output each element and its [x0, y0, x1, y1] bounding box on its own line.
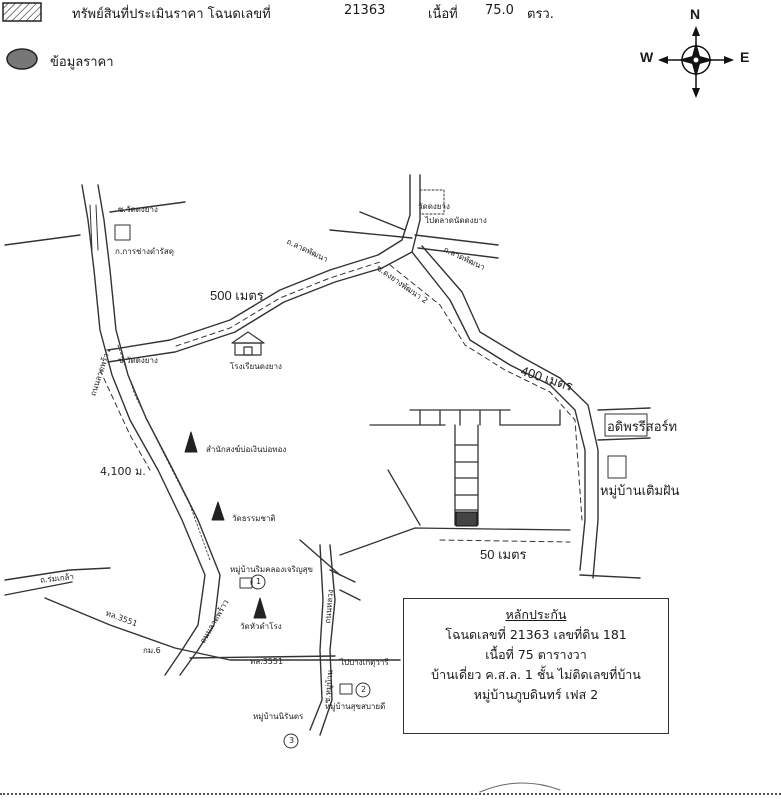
price-data-legend-label: ข้อมูลราคา [50, 55, 114, 70]
road-label-soi-watdongyang: ซ.วัดดงยาง [118, 205, 158, 214]
main-road [81, 184, 221, 676]
distance-500m: 500 เมตร [210, 288, 264, 303]
lower-roads [4, 539, 401, 749]
temple-icons [184, 431, 267, 619]
road-to-resort [389, 245, 651, 579]
road-label-tl-3551-2: ทล.3551 [250, 657, 284, 666]
area-unit: ตรว. [527, 7, 554, 22]
compass-rose: N W E [636, 6, 766, 106]
place-wat-dong-yang: วัดดงยาง [418, 202, 450, 211]
collateral-title: หลักประกัน [505, 607, 567, 622]
collateral-line-2: เนื้อที่ 75 ตารางวา [485, 647, 587, 662]
collateral-line-1: โฉนดเลขที่ 21363 เลขที่ดิน 181 [445, 627, 627, 642]
place-temple-3: วัดหัวดำโรง [240, 622, 282, 631]
road-label-to-market: ไปตลาดนัดดงยาง [425, 216, 487, 225]
collateral-line-3: บ้านเดี่ยว ค.ส.ล. 1 ชั้น ไม่ติดเลขที่บ้า… [431, 667, 641, 682]
place-village-1: หมู่บ้านริมคลองเจริญสุข [230, 565, 314, 574]
price-data-legend-icon [6, 48, 38, 70]
school-icon [231, 331, 265, 356]
place-village-2: หมู่บ้านสุขสบายดี [325, 702, 386, 711]
road-watdongyang [107, 174, 499, 363]
place-temple-2: วัดธรรมชาติ [232, 514, 276, 523]
distance-50m: 50 เมตร [480, 547, 527, 562]
village-grid [339, 409, 571, 556]
area-label: เนื้อที่ [428, 7, 458, 22]
compass-east-label: E [740, 49, 750, 65]
place-government: ก.การช่างดำรัสดุ [115, 247, 174, 256]
distance-4100m: 4,100 ม. [100, 465, 146, 478]
area-value: 75.0 [485, 3, 514, 18]
bottom-divider [0, 793, 781, 795]
compass-star-icon [658, 26, 734, 98]
collateral-info-box: หลักประกัน โฉนดเลขที่ 21363 เลขที่ดิน 18… [403, 598, 669, 734]
place-to-bangkok: ไปบางเกตุวารี [340, 658, 389, 667]
place-village-3: หมู่บ้านนิรันดร [253, 712, 304, 721]
road-label-soi-watdongyang-2: ซ.วัดดงยาง [118, 356, 158, 365]
property-legend-swatch [2, 2, 42, 22]
marker-2: 2 [361, 685, 367, 694]
subject-property-marker [455, 511, 478, 527]
stamp-mark [479, 782, 561, 793]
place-resort: อดิพรรีสอร์ท [607, 419, 678, 434]
deed-number: 21363 [344, 3, 386, 18]
compass-west-label: W [640, 49, 654, 65]
road-label-km6: กม.6 [143, 646, 161, 655]
legend: ทรัพย์สินที่ประเมินราคา โฉนดเลขที่ 21363… [0, 0, 781, 80]
property-legend-label: ทรัพย์สินที่ประเมินราคา โฉนดเลขที่ [72, 7, 271, 22]
place-temple-1: สำนักสงฆ์บ่อเงินบ่อทอง [206, 445, 287, 454]
place-village-main: หมู่บ้านเติมฝัน [600, 483, 680, 498]
compass-north-label: N [690, 6, 701, 22]
marker-1: 1 [256, 577, 262, 586]
side-roads [4, 201, 186, 246]
place-school: โรงเรียนดงยาง [230, 362, 282, 371]
marker-3: 3 [289, 736, 295, 745]
collateral-line-4: หมู่บ้านภูบดินทร์ เฟส 2 [473, 687, 599, 702]
